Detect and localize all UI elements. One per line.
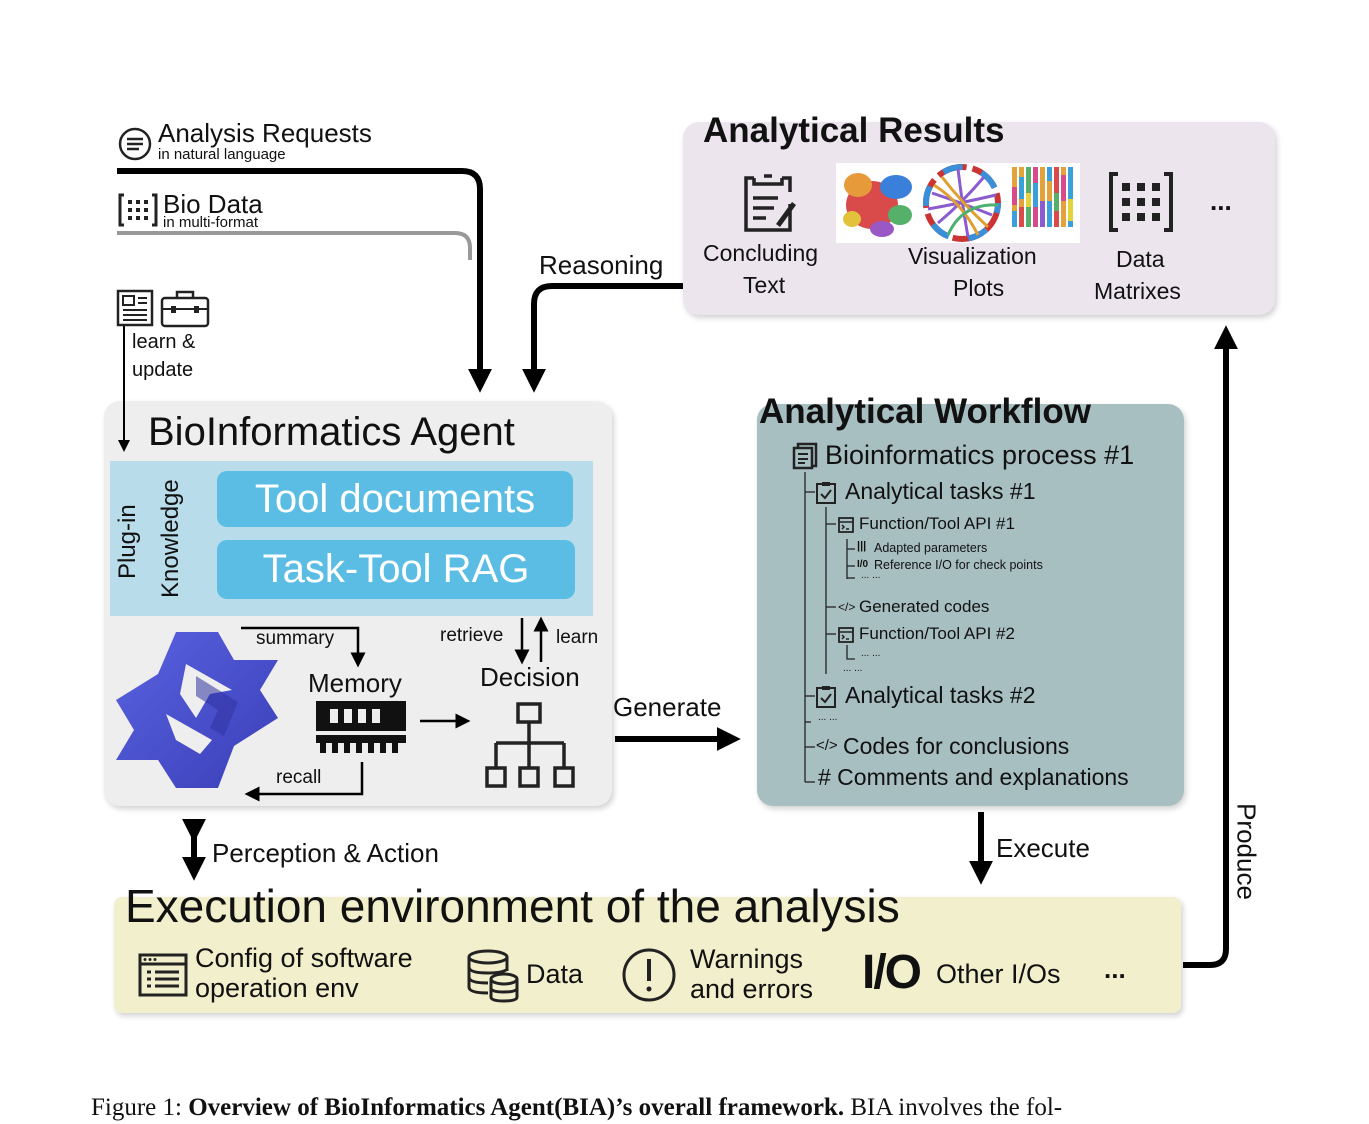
learn-label: learn [556, 627, 599, 648]
memory-chip-icon [316, 701, 406, 753]
clipboard-check-icon [816, 482, 836, 504]
data-matrix-result-icon [1109, 172, 1173, 232]
chat-icon [118, 127, 152, 161]
config-line1: Config of software [195, 943, 413, 973]
generate-label: Generate [613, 692, 722, 722]
recall-label: recall [276, 767, 322, 788]
terminal-icon [838, 517, 854, 533]
warning-icon [622, 948, 676, 1002]
learn-update-line2: update [132, 359, 194, 381]
sliders-icon: ||| [857, 540, 867, 552]
results-more: ... [1210, 186, 1232, 216]
environment-panel [114, 897, 1181, 1013]
process-icon [792, 442, 818, 470]
io-symbol: I/O [862, 946, 922, 999]
agent-title: BioInformatics Agent [148, 410, 515, 454]
plugin-label-line1: Plug-in [114, 504, 141, 579]
terminal-icon-2 [838, 627, 854, 643]
concluding-line2: Text [743, 272, 786, 298]
perception-label: Perception & Action [212, 838, 439, 868]
retrieve-label: retrieve [440, 625, 504, 646]
workflow-panel [757, 404, 1184, 806]
adapted-label: Adapted parameters [874, 541, 988, 555]
comments-label: # Comments and explanations [818, 764, 1129, 790]
decision-label: Decision [480, 662, 580, 692]
codes-label: Codes for conclusions [843, 733, 1070, 759]
analysis-requests-title: Analysis Requests [158, 118, 372, 148]
plugin-label-line2: Knowledge [157, 479, 184, 598]
bio-data-wire [117, 231, 472, 260]
data-label: Data [526, 959, 584, 989]
decision-tree-icon [485, 702, 575, 788]
bio-data-subtitle: in multi-format [163, 214, 259, 231]
dots-api2: ... ... [861, 648, 881, 659]
concluding-line1: Concluding [703, 240, 819, 266]
produce-wire [1183, 325, 1238, 968]
bio-data-title: Bio Data [163, 189, 263, 219]
clipboard-check-icon-2 [816, 686, 836, 708]
produce-label: Produce [1231, 803, 1262, 900]
task-tool-rag-button[interactable]: Task-Tool RAG [217, 540, 575, 599]
figure-caption: Figure 1: Overview of BioInformatics Age… [91, 1094, 1062, 1122]
toolbox-icon [160, 290, 210, 328]
recall-arrow [244, 762, 364, 802]
caption-rest: BIA involves the fol- [850, 1094, 1063, 1121]
execute-label: Execute [996, 833, 1090, 863]
results-title: Analytical Results [703, 111, 1005, 150]
task1-label: Analytical tasks #1 [845, 478, 1036, 504]
environment-more: ... [1104, 954, 1126, 984]
reference-label: Reference I/O for check points [874, 558, 1043, 572]
agent-logo-icon [116, 632, 278, 788]
environment-title: Execution environment of the analysis [125, 880, 900, 932]
stacked-bar-thumbnail [1006, 163, 1080, 243]
summary-label: summary [256, 628, 335, 649]
tool-documents-button[interactable]: Tool documents [217, 471, 573, 527]
code-icon-2: </> [816, 737, 838, 754]
task2-label: Analytical tasks #2 [845, 682, 1036, 708]
workflow-tree [804, 472, 855, 783]
warnings-line2: and errors [690, 974, 814, 1004]
api1-label: Function/Tool API #1 [859, 514, 1015, 533]
concluding-text-icon [744, 174, 796, 232]
analysis-request-wire [117, 168, 492, 393]
api2-label: Function/Tool API #2 [859, 624, 1015, 643]
warnings-line1: Warnings [690, 944, 804, 974]
summary-arrow [241, 626, 366, 668]
visualization-line2: Plots [953, 275, 1005, 301]
caption-bold: Overview of BioInformatics Agent(BIA)’s … [188, 1094, 845, 1121]
process-label: Bioinformatics process #1 [825, 440, 1135, 470]
database-icon [467, 949, 519, 1003]
memory-label: Memory [308, 668, 402, 698]
learn-update-line1: learn & [132, 331, 196, 353]
analysis-requests-subtitle: in natural language [158, 146, 286, 163]
generated-label: Generated codes [859, 597, 990, 616]
data-matrix-icon [118, 193, 158, 227]
reasoning-wire [522, 283, 683, 393]
dots-tasks: ... ... [818, 712, 838, 723]
code-icon: </> [838, 600, 856, 614]
other-ios-label: Other I/Os [936, 959, 1061, 989]
document-icon [116, 289, 154, 327]
data-matrixes-line2: Matrixes [1094, 278, 1181, 304]
data-matrixes-line1: Data [1116, 246, 1165, 272]
chord-plot-thumbnail [918, 163, 1006, 243]
io-small-icon: I/0 [857, 559, 869, 570]
config-window-icon [138, 953, 188, 997]
visualization-line1: Visualization [908, 243, 1037, 269]
dots-api1: ... ... [861, 570, 881, 581]
tsne-plot-thumbnail [836, 163, 920, 243]
workflow-title: Analytical Workflow [759, 392, 1091, 431]
config-line2: operation env [195, 973, 359, 1003]
reasoning-label: Reasoning [539, 250, 664, 280]
dots-task1: ... ... [843, 663, 863, 674]
caption-prefix: Figure 1: [91, 1094, 182, 1121]
